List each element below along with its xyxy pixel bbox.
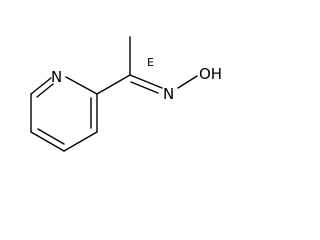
oxime-side-chain bbox=[96, 36, 198, 95]
hydroxyl-label: OH bbox=[199, 65, 222, 83]
chemical-structure-diagram: N N OH E bbox=[30, 36, 222, 152]
bond-carbon-n-double-outer bbox=[129, 74, 163, 89]
bond-carbon-n-double-inner bbox=[130, 81, 159, 94]
bond-n1-c2 bbox=[65, 76, 98, 95]
bond-c3-c4 bbox=[63, 131, 98, 152]
pyridine-ring bbox=[30, 76, 98, 152]
bond-c6-n1 bbox=[30, 77, 52, 95]
oxime-nitrogen-label: N bbox=[163, 85, 174, 103]
bond-c4-c5 bbox=[30, 131, 65, 152]
ring-nitrogen-label: N bbox=[51, 68, 62, 86]
bond-n-to-o bbox=[177, 75, 198, 89]
bond-ring-to-carbon bbox=[96, 74, 131, 95]
bond-c4-c5-inner bbox=[37, 128, 65, 145]
bond-c6-n1-inner bbox=[36, 83, 54, 98]
stereo-descriptor-label: E bbox=[147, 56, 154, 69]
